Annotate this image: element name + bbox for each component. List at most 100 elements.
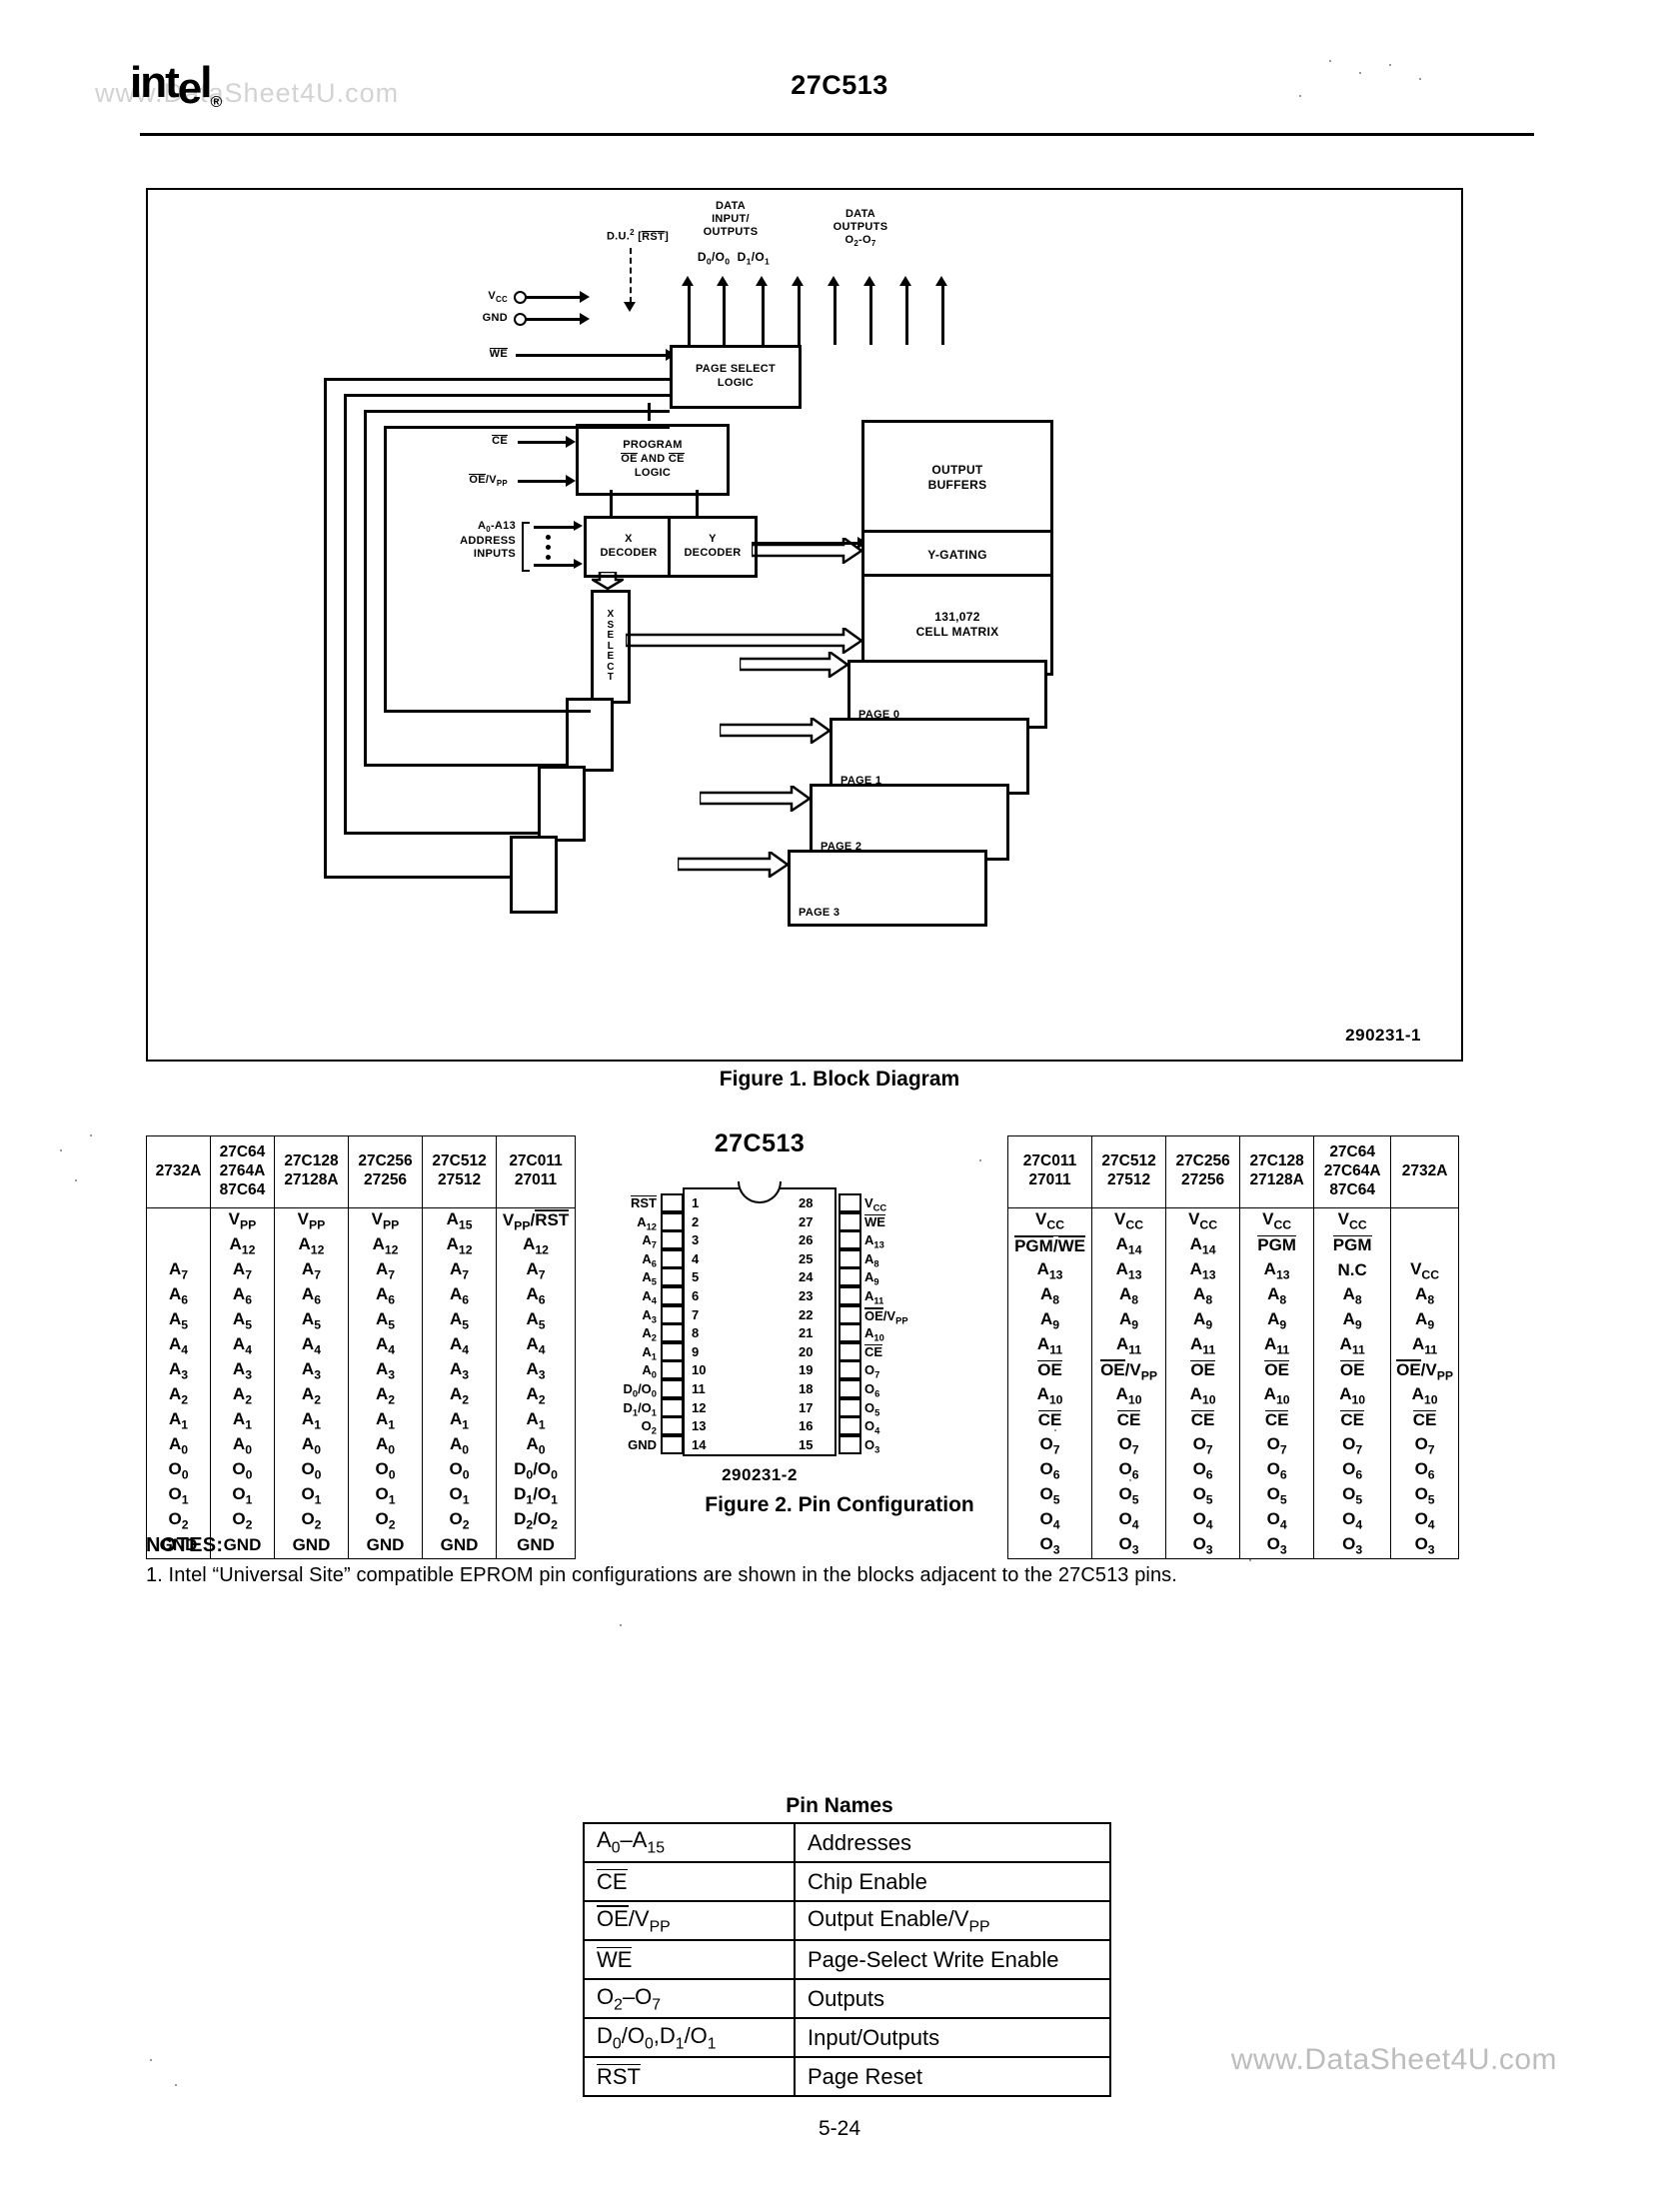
compat-cell: A1 [347, 1407, 424, 1433]
dip-right-pin-box[interactable] [839, 1416, 861, 1436]
pin-name-symbol: D0/O0,D1/O1 [583, 2017, 796, 2059]
dip-right-pin-box[interactable] [839, 1230, 861, 1250]
dip-left-pin-box[interactable] [661, 1397, 684, 1417]
compat-cell: O5 [1165, 1482, 1241, 1508]
compat-cell: O5 [1390, 1482, 1459, 1508]
compat-cell: O0 [347, 1457, 424, 1483]
block-program-oe-ce-logic: PROGRAM OE AND CE LOGIC [576, 424, 730, 496]
compat-cell: GND [496, 1532, 576, 1559]
dip-pin-number: 4 [692, 1250, 700, 1266]
dip-right-pin-box[interactable] [839, 1248, 861, 1268]
block-page-2: PAGE 2 [810, 784, 1009, 861]
compat-cell: VPP [209, 1206, 275, 1233]
dip-pin-number: 7 [692, 1306, 700, 1322]
dip-pin-number: 18 [799, 1381, 814, 1396]
compat-cell: A9 [1006, 1307, 1093, 1333]
dip-pin-label: O2 [641, 1418, 657, 1436]
compat-cell [146, 1232, 211, 1258]
compat-cell: A10 [1165, 1382, 1241, 1408]
block-output-buffers: OUTPUT BUFFERS [861, 420, 1053, 536]
dip-right-pin-box[interactable] [839, 1286, 861, 1305]
compat-cell: A1 [496, 1407, 576, 1433]
dip-left-pin-box[interactable] [661, 1248, 684, 1268]
compat-cell: A3 [146, 1357, 211, 1383]
dip-left-pin-box[interactable] [661, 1416, 684, 1436]
page0-feed-arrow [738, 649, 850, 680]
compat-cell: A4 [209, 1332, 275, 1358]
xselect-out-arrow [624, 625, 864, 656]
compat-cell: A8 [1390, 1282, 1459, 1308]
dip-left-pin-box[interactable] [661, 1434, 684, 1454]
pin-name-symbol: OE/VPP [583, 1899, 796, 1942]
label-data-outputs: DATA OUTPUTS O2-O7 [833, 208, 888, 249]
compat-cell: O6 [1165, 1457, 1241, 1483]
compat-cell: A9 [1313, 1307, 1392, 1333]
compat-cell: O7 [1239, 1432, 1315, 1458]
compat-cell: A4 [422, 1332, 498, 1358]
compat-cell: A8 [1313, 1282, 1392, 1308]
dip-pin-label: A7 [642, 1232, 657, 1250]
compat-cell: A3 [496, 1357, 576, 1383]
dip-device-name: 27C513 [714, 1129, 806, 1157]
dip-pin-label: OE/VPP [864, 1306, 908, 1326]
compat-cell: PGM/WE [1006, 1232, 1093, 1258]
compat-cell: A3 [347, 1357, 424, 1383]
compat-cell: A0 [496, 1432, 576, 1458]
dip-left-pin-box[interactable] [661, 1286, 684, 1305]
dip-left-pin-box[interactable] [661, 1230, 684, 1250]
compat-cell: A15 [422, 1206, 498, 1233]
compat-cell: O0 [209, 1457, 275, 1483]
dip-right-pin-box[interactable] [839, 1360, 861, 1380]
compat-cell: O0 [422, 1457, 498, 1483]
page-title: 27C513 [791, 70, 888, 100]
dip-pin-number: 17 [799, 1399, 814, 1415]
compat-cell: A4 [347, 1332, 424, 1358]
compat-cell: A8 [1239, 1282, 1315, 1308]
dip-left-pin-box[interactable] [661, 1323, 684, 1343]
dip-left-pin-box[interactable] [661, 1211, 684, 1231]
compat-cell: O3 [1239, 1532, 1315, 1559]
dip-left-pin-box[interactable] [661, 1304, 684, 1324]
compat-cell: A13 [1165, 1257, 1241, 1283]
scan-speck [60, 1149, 62, 1151]
compat-cell: A2 [209, 1382, 275, 1408]
dip-right-pin-box[interactable] [839, 1341, 861, 1361]
dip-right-pin-box[interactable] [839, 1323, 861, 1343]
label-du-rst: D.U.2 [RST] [606, 228, 670, 243]
dip-pin-number: 15 [799, 1436, 814, 1452]
compat-cell: O2 [273, 1507, 349, 1533]
dip-left-pin-box[interactable] [661, 1360, 684, 1380]
compat-cell: A7 [146, 1257, 211, 1283]
compat-cell: O7 [1091, 1432, 1167, 1458]
dip-right-pin-box[interactable] [839, 1267, 861, 1287]
dip-right-pin-box[interactable] [839, 1193, 861, 1212]
dip-right-pin-box[interactable] [839, 1304, 861, 1324]
dip-left-pin-box[interactable] [661, 1267, 684, 1287]
dip-pin-number: 25 [799, 1250, 814, 1266]
dip-right-pin-box[interactable] [839, 1434, 861, 1454]
dip-left-pin-box[interactable] [661, 1193, 684, 1212]
dip-right-pin-box[interactable] [839, 1397, 861, 1417]
dip-right-pin-box[interactable] [839, 1379, 861, 1398]
dip-right-pin-box[interactable] [839, 1211, 861, 1231]
compat-cell: A5 [146, 1307, 211, 1333]
compat-cell: A2 [496, 1382, 576, 1408]
vcc-arrowhead [580, 291, 590, 303]
compat-cell: OE [1313, 1357, 1392, 1383]
dip-pin-number: 20 [799, 1343, 814, 1359]
dip-pin-label: WE [864, 1213, 885, 1229]
compat-cell: A0 [273, 1432, 349, 1458]
dip-left-pin-box[interactable] [661, 1379, 684, 1398]
dip-left-pin-box[interactable] [661, 1341, 684, 1361]
compat-cell: GND [422, 1532, 498, 1559]
registered-mark: ® [210, 93, 222, 111]
